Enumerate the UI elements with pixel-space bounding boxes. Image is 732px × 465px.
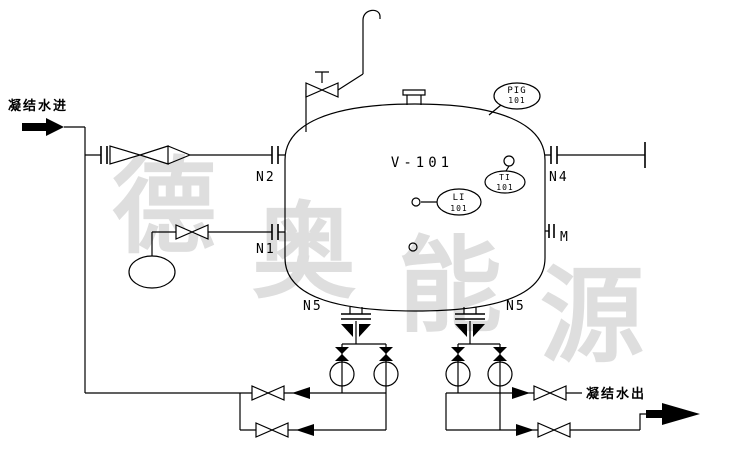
outlet-flow-arrow [646, 403, 700, 425]
top-nozzle-stubs [406, 95, 422, 105]
valve-wing [335, 354, 349, 361]
pressure-instrument-tag: PIG [507, 86, 526, 96]
nozzle-n5-right-label: N5 [506, 299, 526, 314]
flange-marks [100, 142, 646, 320]
flanges [100, 142, 646, 320]
nozzle-n1-label: N1 [256, 242, 276, 257]
valve-wing [451, 354, 465, 361]
branch-valve-1 [335, 347, 349, 361]
branch-valve-4 [493, 347, 507, 361]
n5-left-funnel [341, 324, 371, 337]
watermark: 德 奥 能 源 [112, 146, 644, 377]
relief-valve-right-wing [320, 82, 339, 98]
valve-wing [335, 347, 349, 354]
valve-wing [379, 354, 393, 361]
valve-wing [379, 347, 393, 354]
vessel-group [284, 89, 546, 312]
level-instrument-number: 101 [450, 204, 467, 213]
vessel-tag-label: V-101 [391, 155, 453, 171]
n1-valve [175, 224, 209, 240]
rotameter-4 [487, 361, 513, 387]
temperature-instrument-tag: TI [499, 173, 511, 182]
valve-wing [266, 385, 285, 401]
pressure-instrument-number: 101 [508, 96, 525, 105]
n1-valve-right-wing [190, 224, 209, 240]
inlet-piping [64, 126, 285, 393]
rotameter-3 [445, 361, 471, 387]
steam-trap [128, 255, 176, 289]
n1-piping [151, 231, 285, 256]
left-bottom-valve [255, 422, 289, 438]
branch-valve-2 [379, 347, 393, 361]
watermark-char-4: 源 [540, 255, 644, 377]
eductor-left-cone [109, 145, 143, 165]
relief-valve [305, 82, 339, 98]
rotameter-2 [373, 361, 399, 387]
flow-arrow-right-top [512, 387, 530, 399]
funnel-triangle [359, 324, 371, 337]
instrument-leader-lines [421, 104, 510, 203]
level-tap-upper [411, 197, 421, 207]
temperature-instrument-bubble [484, 170, 526, 194]
temperature-instrument-number: 101 [496, 183, 513, 192]
valve-wing [270, 422, 289, 438]
right-bottom-valve [537, 422, 571, 438]
valve-wing [493, 347, 507, 354]
valve-wing [537, 422, 556, 438]
n5-right-funnel [455, 324, 485, 337]
inlet-label: 凝结水进 [8, 98, 68, 114]
pressure-instrument-bubble [493, 82, 541, 110]
vessel-v101 [284, 103, 546, 312]
flow-arrow-left-top [292, 387, 310, 399]
valve-wing [451, 347, 465, 354]
inlet-flow-arrow [22, 118, 64, 136]
left-manifold-piping [85, 392, 386, 431]
valve-wing [251, 385, 270, 401]
valve-wing [533, 385, 552, 401]
n1-valve-left-wing [175, 224, 194, 240]
n5-left-piping [341, 307, 387, 430]
funnel-triangle [455, 324, 467, 337]
nozzle-n4-label: N4 [549, 170, 569, 185]
outlet-label: 凝结水出 [586, 386, 646, 402]
labels: V-101 N2 N1 N4 M N5 N5 凝结水进 凝结水出 [8, 98, 646, 402]
right-manifold-piping [445, 392, 646, 431]
funnel-triangle [341, 324, 353, 337]
nozzle-n2-label: N2 [256, 170, 276, 185]
temperature-tap-circle [503, 155, 515, 167]
valve-wing [552, 422, 571, 438]
symbols [22, 82, 700, 438]
level-instrument-bubble [436, 188, 482, 216]
inlet-eductor [109, 145, 191, 165]
vent-piping [305, 9, 381, 132]
watermark-char-3: 能 [398, 225, 502, 347]
top-nozzle [402, 89, 426, 96]
instruments: PIG 101 TI 101 LI 101 [408, 82, 541, 252]
funnel-triangle [473, 324, 485, 337]
valve-wing [255, 422, 274, 438]
piping [64, 9, 646, 431]
watermark-char-1: 德 [112, 146, 216, 268]
relief-valve-left-wing [305, 82, 324, 98]
nozzle-m-label: M [560, 230, 570, 245]
level-instrument-tag: LI [453, 193, 466, 203]
branch-valve-3 [451, 347, 465, 361]
eductor-outlet-cone [167, 145, 191, 165]
nozzle-n5-left-label: N5 [303, 299, 323, 314]
eductor-right-cone [138, 145, 169, 165]
valve-wing [548, 385, 567, 401]
left-top-valve [251, 385, 285, 401]
n5-right-piping [457, 307, 501, 430]
rotameter-1 [329, 361, 355, 387]
valve-wing [493, 354, 507, 361]
level-tap-lower [408, 242, 418, 252]
flow-arrow-left-bottom [296, 424, 314, 436]
flow-arrow-right-bottom [516, 424, 534, 436]
watermark-char-2: 奥 [252, 191, 356, 313]
right-top-valve [533, 385, 567, 401]
